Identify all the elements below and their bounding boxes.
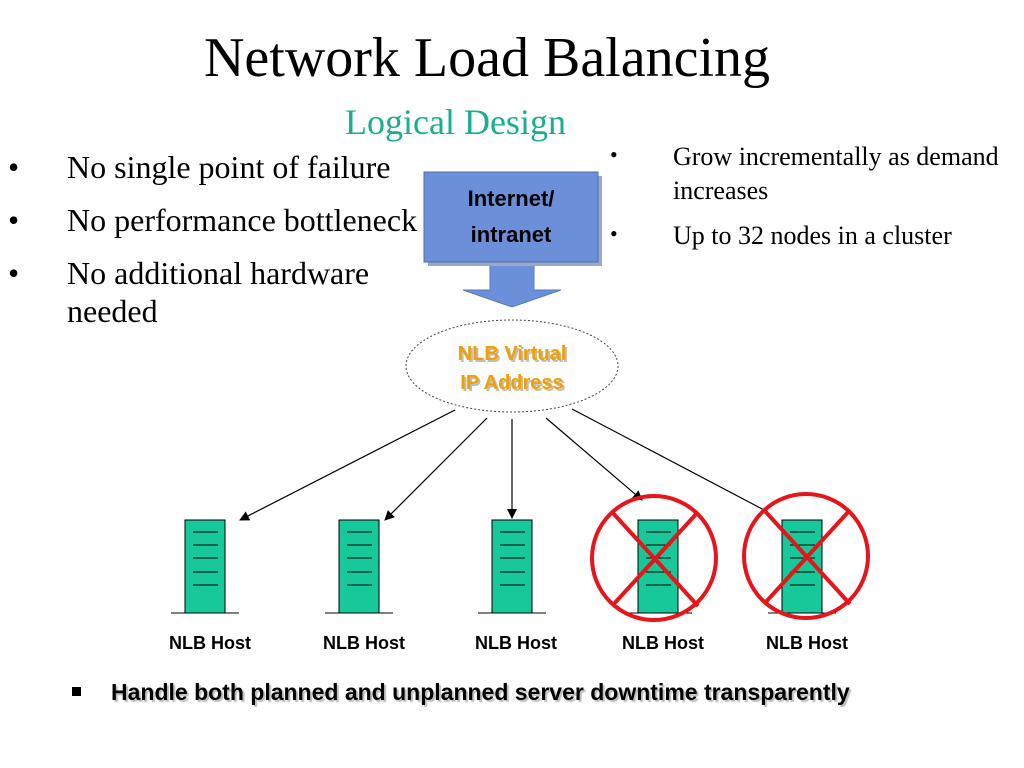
left-bullet-item: • No single point of failure bbox=[0, 148, 460, 186]
right-bullet-text: Grow incrementally as demand increases bbox=[673, 142, 999, 205]
nlb-host-5: NLB Host bbox=[742, 492, 870, 653]
internet-box bbox=[423, 171, 599, 263]
internet-box-label-2: intranet bbox=[471, 222, 552, 247]
left-bullet-list: • No single point of failure • No performa… bbox=[0, 148, 460, 345]
host-label: NLB Host bbox=[622, 633, 704, 653]
arrow-to-host-5 bbox=[571, 408, 769, 513]
right-bullet-item: • Grow incrementally as demand increases bbox=[596, 140, 1016, 208]
bullet-marker: • bbox=[610, 221, 618, 246]
virtual-ip-shadow-1: NLB Virtual bbox=[460, 345, 569, 367]
right-bullet-item: • Up to 32 nodes in a cluster bbox=[596, 219, 1016, 253]
nlb-host-2: NLB Host bbox=[323, 519, 405, 653]
left-bullet-text: No performance bottleneck bbox=[67, 202, 418, 238]
left-bullet-item: • No additional hardware needed bbox=[0, 254, 460, 330]
virtual-ip-shadow-2: IP Address bbox=[462, 374, 565, 396]
host-failed-x-icon bbox=[742, 492, 870, 620]
server-tower-icon bbox=[338, 519, 380, 614]
host-label: NLB Host bbox=[169, 633, 251, 653]
nlb-host-3: NLB Host bbox=[475, 519, 557, 653]
virtual-ip-label-2: IP Address bbox=[460, 372, 563, 394]
right-bullet-text: Up to 32 nodes in a cluster bbox=[673, 221, 952, 250]
down-arrow-shape bbox=[462, 262, 562, 308]
bullet-marker: • bbox=[8, 255, 20, 291]
footer-text: Handle both planned and unplanned server… bbox=[111, 679, 850, 705]
server-tower-icon bbox=[637, 519, 679, 614]
virtual-ip-node: NLB Virtual IP Address NLB Virtual IP Ad… bbox=[405, 319, 619, 413]
slide-title: Network Load Balancing bbox=[203, 27, 771, 89]
left-bullet-item: • No performance bottleneck bbox=[0, 201, 460, 239]
footer-bullet: Handle both planned and unplanned server… bbox=[72, 678, 932, 707]
arrow-to-host-2 bbox=[384, 417, 488, 521]
right-bullet-list: •Grow incrementally as demand increases … bbox=[596, 140, 1016, 264]
left-bullet-text: No additional hardware needed bbox=[67, 255, 370, 329]
virtual-ip-label-1: NLB Virtual bbox=[458, 343, 567, 365]
arrow-to-host-4 bbox=[545, 417, 643, 501]
host-failed-x-icon bbox=[590, 494, 718, 622]
arrow-to-host-1 bbox=[239, 409, 456, 521]
internet-box-label-1: Internet/ bbox=[468, 186, 555, 211]
host-label: NLB Host bbox=[766, 633, 848, 653]
host-label: NLB Host bbox=[475, 633, 557, 653]
internet-intranet-node: Internet/ intranet bbox=[423, 171, 602, 308]
server-tower-icon bbox=[491, 519, 533, 614]
virtual-ip-ellipse bbox=[405, 319, 619, 413]
left-bullet-text: No single point of failure bbox=[67, 149, 391, 185]
bullet-marker: • bbox=[610, 142, 618, 167]
square-bullet-icon bbox=[72, 687, 81, 696]
server-tower-icon bbox=[184, 519, 226, 614]
host-label: NLB Host bbox=[323, 633, 405, 653]
nlb-host-1: NLB Host bbox=[169, 519, 251, 653]
bullet-marker: • bbox=[8, 149, 20, 185]
nlb-host-4: NLB Host bbox=[590, 494, 718, 653]
bullet-marker: • bbox=[8, 202, 20, 238]
slide-subtitle: Logical Design bbox=[345, 102, 566, 142]
